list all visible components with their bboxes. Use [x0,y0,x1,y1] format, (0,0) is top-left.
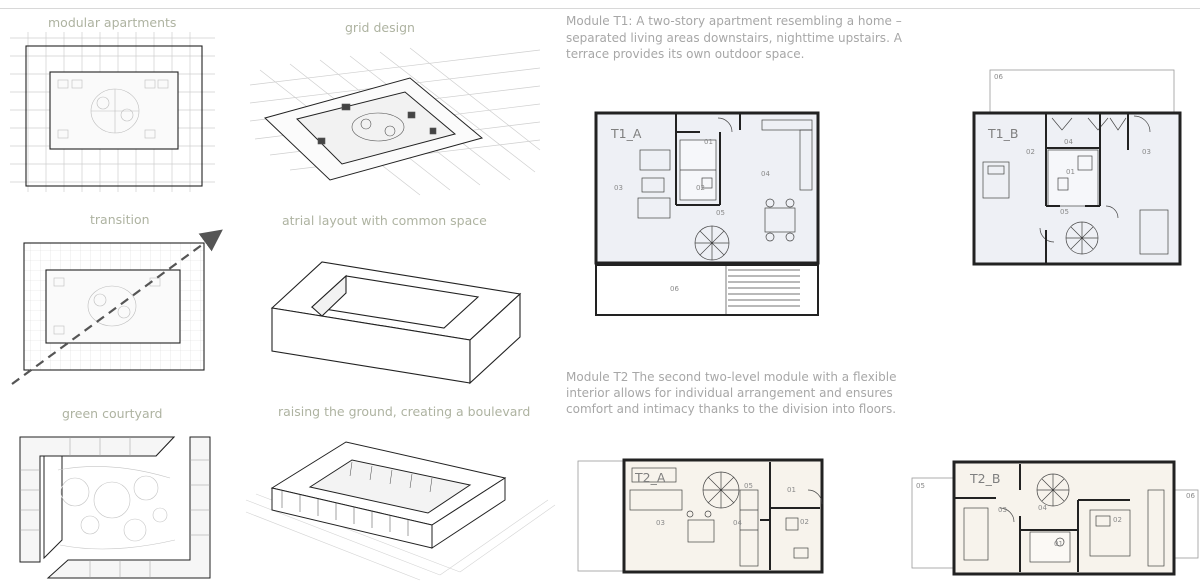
t1b-room-04: 04 [1064,138,1073,146]
caption-boulevard: raising the ground, creating a boulevard [278,404,530,419]
diagram-boulevard: raising the ground, creating a boulevard [245,404,556,581]
t1a-room-01: 01 [704,138,713,146]
t1-desc-line-3: terrace provides its own outdoor space. [566,47,804,61]
floor-plan-t1-b: T1_B 01 02 03 04 05 06 [972,69,1182,266]
t2b-room-04: 04 [1038,504,1047,512]
t2a-room-05: 05 [744,482,753,490]
t2a-room-04: 04 [733,519,742,527]
diagram-transition: transition [11,212,223,385]
top-rule [0,8,1200,9]
t1a-room-04: 04 [761,170,770,178]
t2b-room-06: 06 [1186,492,1195,500]
t1b-room-06: 06 [994,73,1003,81]
t1a-room-03: 03 [614,184,623,192]
module-t2-description: Module T2 The second two-level module wi… [566,370,896,416]
t2a-room-03: 03 [656,519,665,527]
t2b-label: T2_B [969,471,1000,486]
caption-modular: modular apartments [48,15,176,30]
t2a-room-02: 02 [800,518,809,526]
t2-desc-line-2: interior allows for individual arrangeme… [566,386,893,400]
t1a-label: T1_A [610,126,642,141]
caption-courtyard: green courtyard [62,406,162,421]
t2-desc-line-3: comfort and intimacy thanks to the divis… [566,402,896,416]
floor-plan-t1-a: T1_A 01 02 03 04 05 06 [594,111,820,316]
diagram-modular-apartments: modular apartments [10,15,215,192]
t2b-room-01: 01 [1054,540,1063,548]
t1-desc-line-2: separated living areas downstairs, night… [566,31,903,45]
floor-plan-t2-a: T2_A 01 02 03 04 05 [577,458,824,574]
t1b-room-01: 01 [1066,168,1075,176]
t1b-label: T1_B [987,126,1018,141]
caption-grid: grid design [345,20,415,35]
module-t1-description: Module T1: A two-story apartment resembl… [566,14,903,61]
diagram-grid-design: grid design [249,20,541,196]
caption-transition: transition [90,212,150,227]
t2b-room-02: 02 [1113,516,1122,524]
t1-desc-line-1: Module T1: A two-story apartment resembl… [566,14,902,28]
diagram-green-courtyard: green courtyard [19,406,211,579]
caption-atrial: atrial layout with common space [282,213,487,228]
t2b-room-03: 03 [998,506,1007,514]
t1b-room-02: 02 [1026,148,1035,156]
t1b-room-03: 03 [1142,148,1151,156]
floor-plan-t2-b: T2_B 01 02 03 04 05 06 [911,460,1199,576]
t2b-room-05: 05 [916,482,925,490]
t1b-room-05: 05 [1060,208,1069,216]
t2a-room-01: 01 [787,486,796,494]
t2a-label: T2_A [634,470,666,485]
t1a-room-02: 02 [696,184,705,192]
diagram-atrial-layout: atrial layout with common space [270,213,522,385]
t1a-room-06: 06 [670,285,679,293]
t2-desc-line-1: Module T2 The second two-level module wi… [566,370,896,384]
t1a-room-05: 05 [716,209,725,217]
